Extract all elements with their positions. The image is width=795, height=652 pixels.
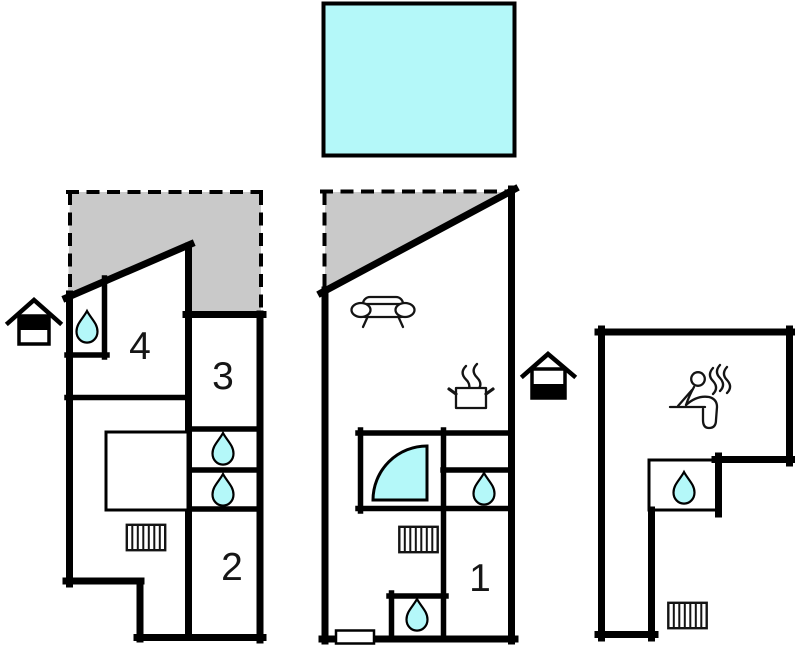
room-label: 3	[212, 355, 234, 398]
room-label: 2	[221, 546, 243, 589]
unit-middle-floorplan: 1	[316, 184, 520, 645]
bed	[104, 430, 190, 512]
radiator-icon	[667, 601, 708, 630]
walls	[594, 325, 795, 642]
radiator-icon	[125, 523, 167, 552]
water-point-icon	[211, 472, 235, 507]
corner-shower-icon	[371, 444, 429, 502]
water-point-icon	[75, 309, 99, 344]
entrance-icon	[4, 296, 64, 346]
sauna-icon	[668, 363, 732, 430]
sofa-icon	[350, 295, 416, 329]
room-label: 4	[129, 325, 151, 368]
radiator-icon	[398, 525, 439, 554]
unit-left-floorplan: 4 3 2	[61, 190, 267, 644]
terrace-dashed-border	[66, 190, 263, 313]
water-point-icon	[405, 597, 429, 632]
unit-right-floorplan	[594, 325, 795, 642]
door-marker	[334, 629, 376, 645]
room-label: 1	[469, 557, 491, 600]
water-point-icon	[472, 471, 496, 506]
stove-icon	[447, 362, 495, 410]
terrace-dashed-border	[320, 189, 514, 290]
entrance-icon	[519, 351, 578, 400]
pool	[321, 1, 517, 158]
water-point-icon	[211, 431, 235, 466]
